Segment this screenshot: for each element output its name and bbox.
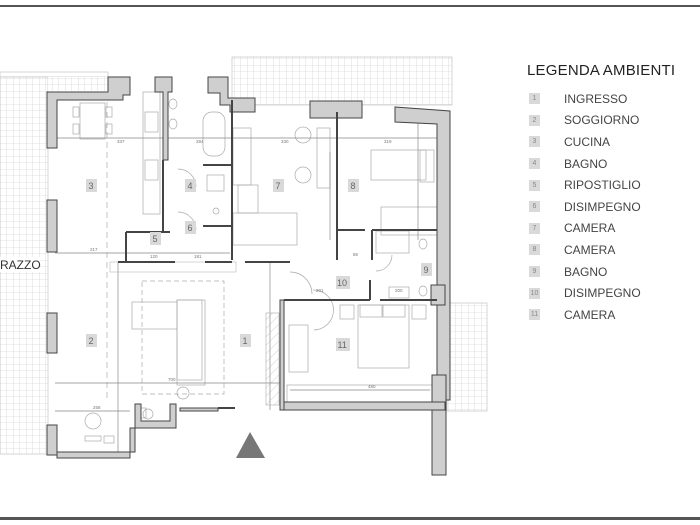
threshold xyxy=(109,261,237,273)
legend-number: 11 xyxy=(529,309,540,321)
svg-text:2: 2 xyxy=(89,336,94,346)
legend-item: 11 CAMERA xyxy=(527,304,700,326)
legend-item: 1 INGRESSO xyxy=(527,88,700,110)
legend-label: BAGNO xyxy=(564,264,608,279)
top-border xyxy=(0,5,700,7)
dimension-labels: 337 284 330 319 217 120 181 700 258 480 … xyxy=(90,139,403,410)
terrace-top xyxy=(231,56,453,106)
legend-label: CAMERA xyxy=(564,307,616,322)
svg-text:217: 217 xyxy=(90,247,98,252)
svg-text:4: 4 xyxy=(188,181,193,191)
svg-text:201: 201 xyxy=(316,288,324,293)
legend-item: 7 CAMERA xyxy=(527,218,700,240)
svg-text:11: 11 xyxy=(338,340,347,350)
svg-text:337: 337 xyxy=(117,139,125,144)
legend-item: 6 DISIMPEGNO xyxy=(527,196,700,218)
legend-label: BAGNO xyxy=(564,156,608,171)
legend-label: CUCINA xyxy=(564,134,611,149)
legend-number: 7 xyxy=(529,222,540,234)
room-tag-10: 10 xyxy=(336,276,350,289)
svg-text:9: 9 xyxy=(424,265,429,275)
legend-number: 2 xyxy=(529,114,540,126)
room-tag-8: 8 xyxy=(348,179,359,192)
svg-text:7: 7 xyxy=(276,181,281,191)
room-tag-3: 3 xyxy=(86,179,97,192)
legend-label: CAMERA xyxy=(564,242,616,257)
legend-number: 3 xyxy=(529,136,540,148)
room-tag-9: 9 xyxy=(421,263,432,276)
interior-lines xyxy=(55,91,440,455)
svg-text:200: 200 xyxy=(395,288,403,293)
walls xyxy=(46,76,451,476)
room-tag-2: 2 xyxy=(86,334,97,347)
legend-title: LEGENDA AMBIENTI xyxy=(527,62,676,79)
legend-number: 8 xyxy=(529,244,540,256)
svg-text:258: 258 xyxy=(93,405,101,410)
room-tag-11: 11 xyxy=(336,338,350,351)
svg-text:700: 700 xyxy=(168,377,176,382)
room-tag-1: 1 xyxy=(240,334,251,347)
legend-label: SOGGIORNO xyxy=(564,113,640,128)
terrace-label: RAZZO xyxy=(0,257,41,272)
bottom-border xyxy=(0,517,700,520)
legend-label: RIPOSTIGLIO xyxy=(564,178,641,193)
svg-text:319: 319 xyxy=(384,139,392,144)
legend-label: INGRESSO xyxy=(564,91,628,106)
legend-number: 10 xyxy=(529,287,540,299)
svg-text:120: 120 xyxy=(150,254,158,259)
legend-label: DISIMPEGNO xyxy=(564,199,641,214)
stair-hatch xyxy=(265,312,280,406)
legend-item: 5 RIPOSTIGLIO xyxy=(527,174,700,196)
legend-label: CAMERA xyxy=(564,221,616,236)
svg-text:6: 6 xyxy=(188,223,193,233)
svg-text:86: 86 xyxy=(353,252,359,257)
room-tag-4: 4 xyxy=(185,179,196,192)
legend-number: 1 xyxy=(529,93,540,105)
svg-text:3: 3 xyxy=(89,181,94,191)
room-tag-5: 5 xyxy=(150,232,161,245)
room-tag-7: 7 xyxy=(273,179,284,192)
legend-item: 8 CAMERA xyxy=(527,239,700,261)
svg-text:8: 8 xyxy=(351,181,356,191)
legend-item: 4 BAGNO xyxy=(527,153,700,175)
legend-item: 10 DISIMPEGNO xyxy=(527,282,700,304)
legend-number: 6 xyxy=(529,201,540,213)
svg-text:5: 5 xyxy=(153,234,158,244)
legend-number: 9 xyxy=(529,266,540,278)
svg-text:480: 480 xyxy=(368,384,376,389)
legend-label: DISIMPEGNO xyxy=(564,286,641,301)
svg-text:284: 284 xyxy=(196,139,204,144)
room-tag-6: 6 xyxy=(185,221,196,234)
svg-text:181: 181 xyxy=(194,254,202,259)
legend-number: 4 xyxy=(529,158,540,170)
partitions xyxy=(118,100,437,409)
legend-number: 5 xyxy=(529,179,540,191)
terrace-right xyxy=(446,302,488,412)
north-arrow-icon xyxy=(236,432,265,458)
legend-item: 2 SOGGIORNO xyxy=(527,110,700,132)
svg-text:1: 1 xyxy=(243,336,248,346)
legend-item: 9 BAGNO xyxy=(527,261,700,283)
legend-item: 3 CUCINA xyxy=(527,131,700,153)
svg-text:10: 10 xyxy=(337,278,347,288)
svg-text:RAZZO: RAZZO xyxy=(0,258,41,272)
svg-text:330: 330 xyxy=(281,139,289,144)
